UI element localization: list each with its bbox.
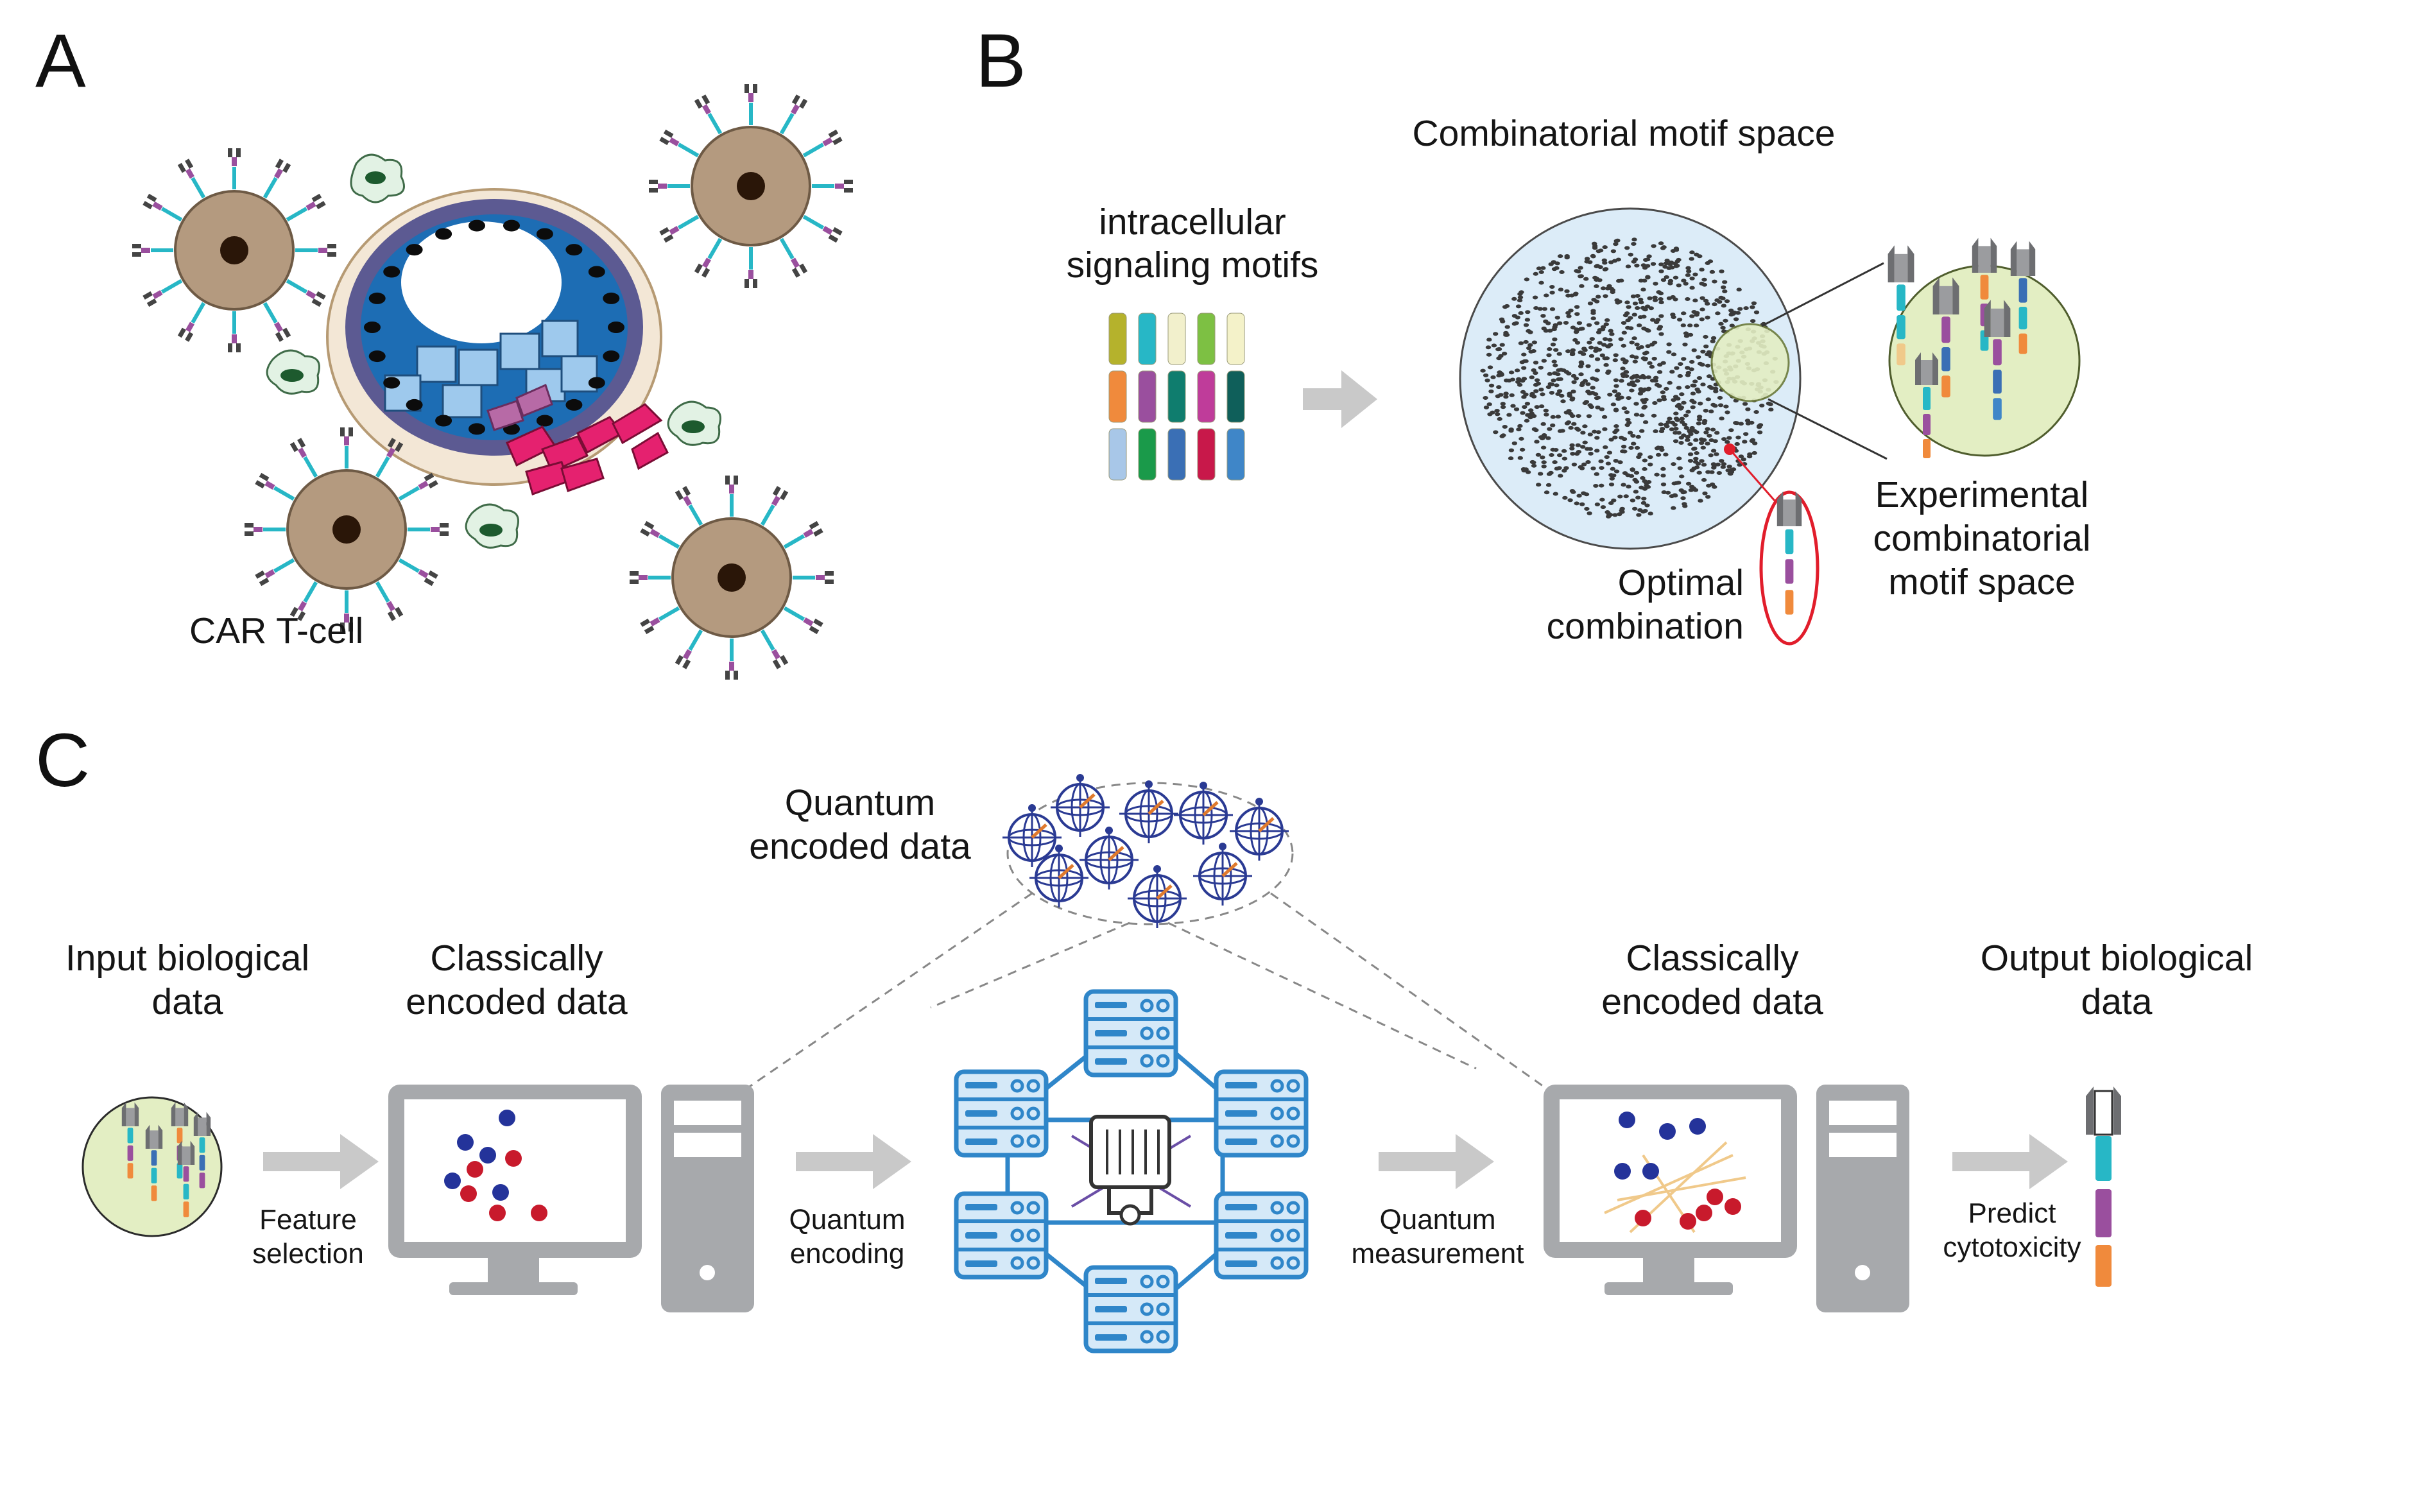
motif-block [1226,428,1245,481]
classical-left-line2: encoded data [406,981,628,1022]
receptor [1888,245,1914,366]
receptor [177,1140,195,1217]
predict-line1: Predict [1968,1198,2056,1229]
motif-grid [1108,313,1245,481]
receptor [2010,241,2036,354]
output-line1: Output biological [1981,938,2253,979]
classical-left-line1: Classically [430,938,603,979]
bloch-spheres [1002,774,1289,928]
motif-block [1138,370,1157,423]
bloch-sphere-icon [1051,774,1110,837]
t-cell [649,84,853,288]
optimal-receptor [1776,491,1802,615]
classical-right-line1: Classically [1626,938,1799,979]
panel-letter-a: A [35,19,86,103]
bloch-sphere-icon [1080,827,1139,889]
motif-block [1197,428,1216,481]
receptor [1932,277,1959,398]
motif-block [1167,313,1186,365]
quantum-data-line2: encoded data [749,826,971,867]
qmeas-line2: measurement [1351,1238,1524,1269]
panel-b: B intracellular signaling motifs Combina… [976,19,2091,647]
receptor [171,1102,189,1179]
classical-computer-left [388,1085,754,1312]
panel-a: A [35,19,853,680]
bloch-sphere-icon [1119,780,1178,843]
output-line2: data [2081,981,2153,1022]
experimental-receptors [1888,237,2036,458]
optimal-line2: combination [1547,606,1744,647]
motif-block [1197,313,1216,365]
bloch-sphere-icon [1128,865,1187,928]
qenc-line2: encoding [790,1238,905,1269]
experimental-subspace [1710,323,1790,402]
experimental-line2: combinatorial [1873,518,2091,559]
motif-block [1167,370,1186,423]
motif-block [1197,370,1216,423]
motif-block [1226,313,1245,365]
bloch-sphere-icon [1193,843,1252,906]
quantum-computer [956,992,1306,1351]
motif-block [1138,313,1157,365]
input-line2: data [152,981,223,1022]
panel-letter-b: B [976,19,1026,103]
output-receptor [2086,1087,2121,1287]
predict-line2: cytotoxicity [1943,1232,2081,1263]
motif-block [1226,370,1245,423]
panel-letter-c: C [35,718,90,803]
motif-block [1108,428,1127,481]
panel-c: C Input biological data Classically enco… [35,718,2253,1351]
t-cell [630,476,834,680]
motif-label-line1: intracellular [1099,202,1286,243]
motif-label-line2: signaling motifs [1067,245,1319,286]
experimental-line1: Experimental [1875,474,2089,515]
receptor [1984,300,2011,420]
flow-arrows [263,1134,2068,1189]
bloch-sphere-icon [1230,798,1289,861]
feature-line2: selection [252,1238,364,1269]
tumor [326,188,669,495]
experimental-line3: motif space [1888,562,2075,603]
feature-line1: Feature [259,1204,357,1235]
receptor [1915,352,1938,458]
car-t-cell-label: CAR T-cell [189,610,363,651]
input-line1: Input biological [65,938,309,979]
optimal-line1: Optimal [1618,562,1744,603]
motif-block [1108,370,1127,423]
classical-right-line2: encoded data [1601,981,1823,1022]
qmeas-line1: Quantum [1380,1204,1496,1235]
receptor [193,1112,211,1189]
optimal-combination-marker [1759,490,1820,646]
bloch-sphere-icon [1174,782,1233,845]
motif-block [1108,313,1127,365]
arrow-to-space [1303,370,1377,428]
input-cell [82,1096,223,1237]
receptor [121,1102,139,1179]
space-title: Combinatorial motif space [1413,113,1836,154]
classical-computer-right [1544,1085,1909,1312]
receptor [145,1124,163,1201]
t-cells [132,84,853,680]
qenc-line1: Quantum [789,1204,906,1235]
t-cell [245,427,449,631]
quantum-data-line1: Quantum [785,782,935,823]
motif-block [1167,428,1186,481]
motif-block [1138,428,1157,481]
t-cell [132,148,336,352]
